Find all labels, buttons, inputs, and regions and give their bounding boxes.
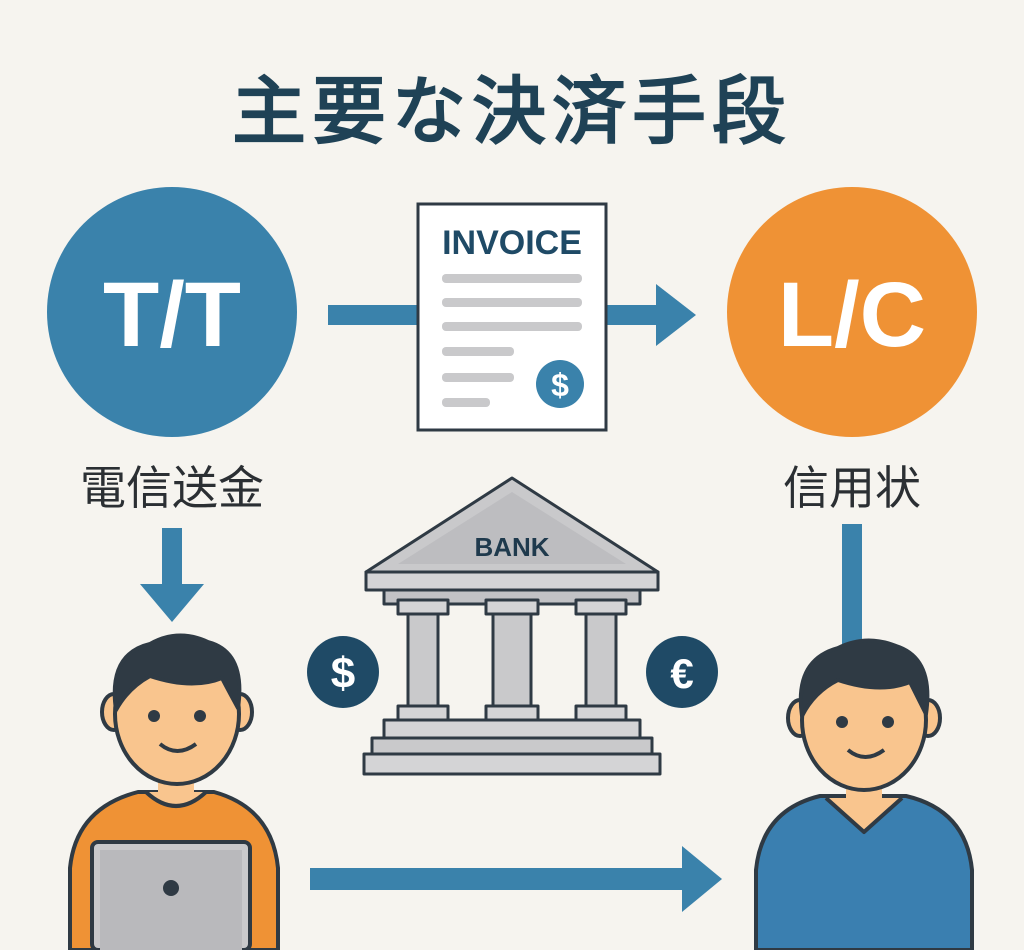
arrow-tt-down (140, 528, 204, 622)
tt-label: 電信送金 (80, 461, 264, 515)
arrow-buyer-to-seller (310, 846, 722, 912)
buyer-person-icon (68, 633, 280, 950)
dollar-coin-icon (536, 360, 584, 408)
arrow-tt-to-lc (328, 284, 696, 346)
tt-abbr: T/T (103, 264, 241, 366)
seller-person-icon (754, 638, 974, 950)
bank-left-symbol: $ (331, 649, 355, 698)
dollar-badge-icon: $ (307, 636, 379, 708)
invoice-heading: INVOICE (442, 224, 582, 262)
page-title: 主要な決済手段 (232, 69, 792, 155)
lc-connector-line (842, 524, 862, 652)
invoice-currency-symbol: $ (551, 367, 569, 403)
bank-building-icon (362, 476, 662, 776)
bank-label: BANK (474, 532, 549, 562)
euro-badge-icon: € (646, 636, 718, 708)
lc-label: 信用状 (783, 461, 921, 515)
bank-right-symbol: € (670, 650, 693, 697)
lc-badge: L/C (727, 187, 977, 437)
tt-badge: T/T (47, 187, 297, 437)
lc-abbr: L/C (778, 264, 926, 366)
invoice-document: INVOICE $ (416, 202, 608, 432)
